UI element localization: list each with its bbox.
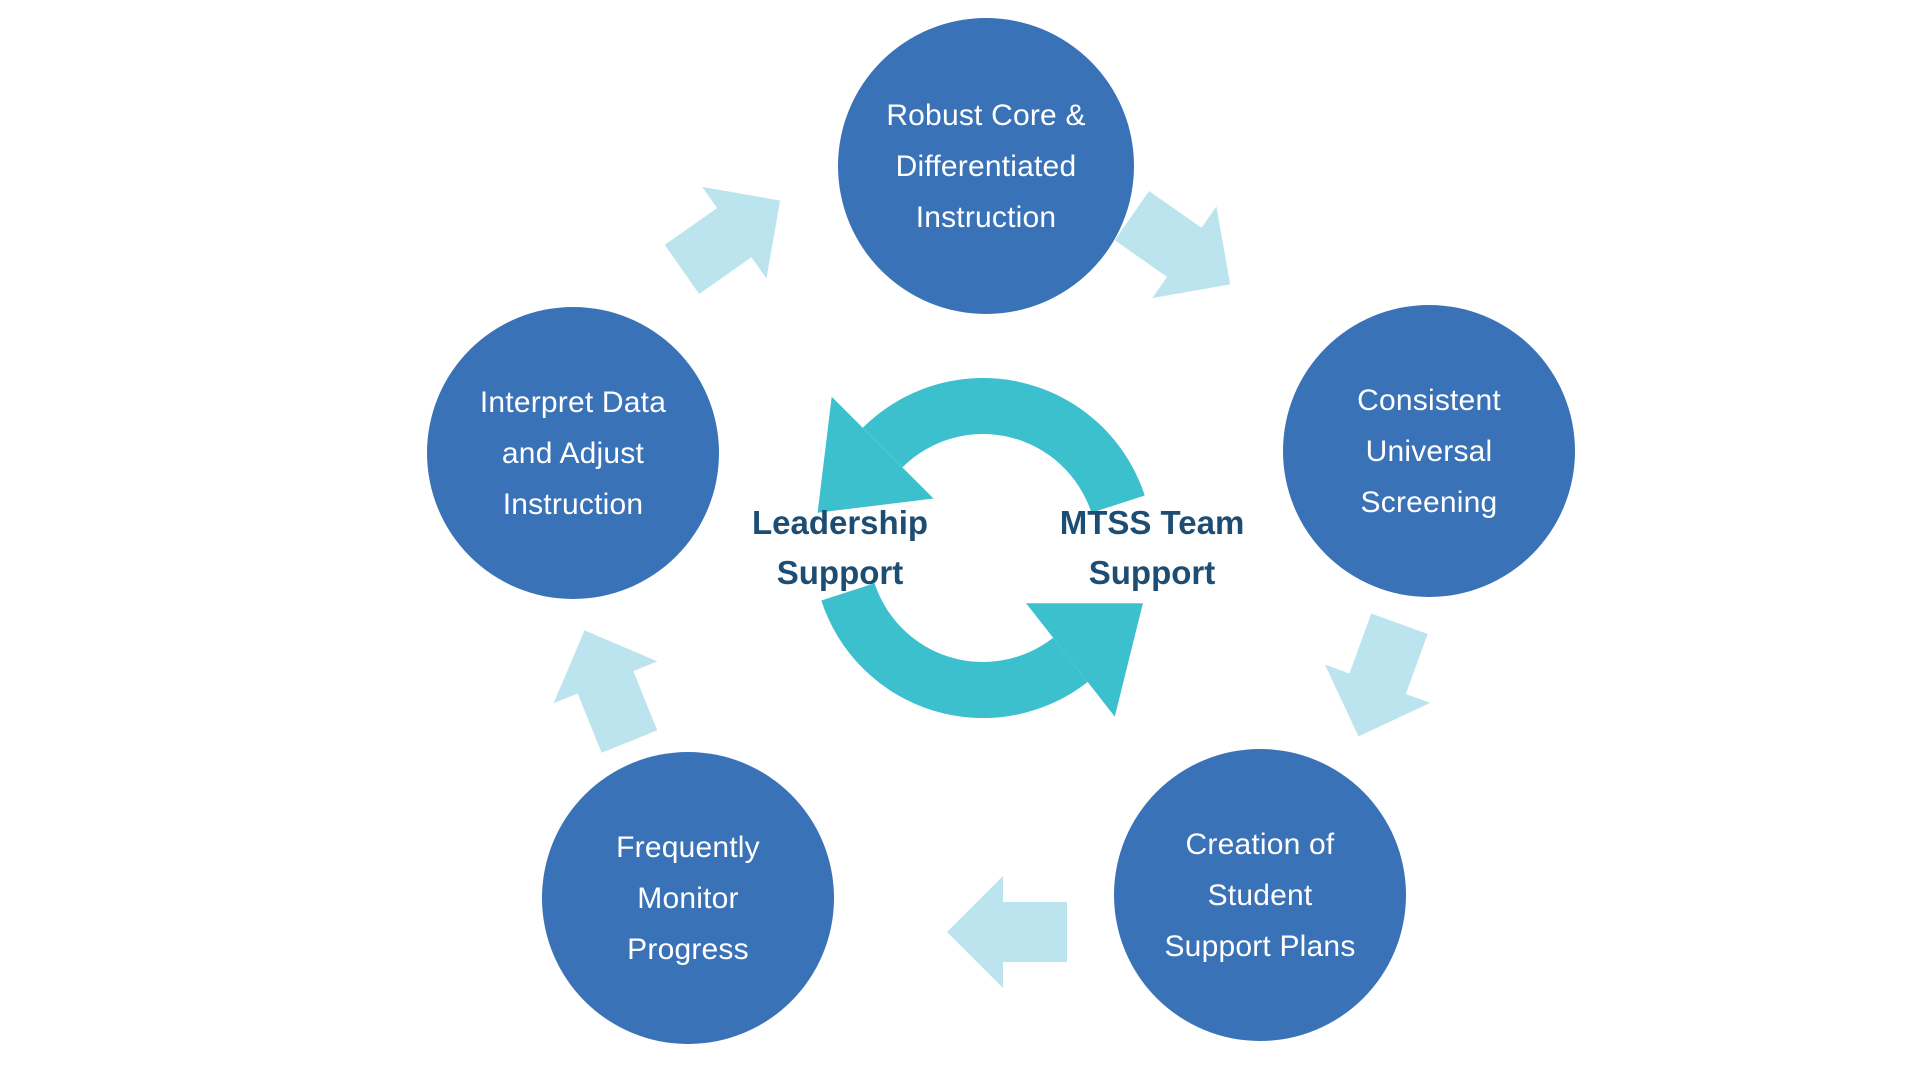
node-label-line: Interpret Data: [479, 385, 667, 419]
node-label: Frequently Monitor Progress: [616, 822, 760, 975]
node-label-line: Support Plans: [1164, 929, 1356, 963]
node-label-line: Instruction: [915, 200, 1057, 234]
node-label: Robust Core & Differentiated Instruction: [886, 90, 1085, 243]
leadership-support-label: Leadership Support: [720, 498, 960, 598]
node-label-line: Creation of: [1185, 827, 1335, 861]
mtss-team-support-line-2: Support: [1088, 554, 1216, 591]
node-label-line: and Adjust: [501, 436, 645, 470]
node-frequently-monitor-progress: Frequently Monitor Progress: [542, 752, 834, 1044]
leadership-support-line-1: Leadership: [751, 504, 929, 541]
node-consistent-universal-screening: Consistent Universal Screening: [1283, 305, 1575, 597]
flow-arrow-bottom-to-left-icon: [533, 609, 682, 762]
flow-arrow-top-to-right-icon: [1100, 170, 1263, 331]
node-creation-of-student-support-plans: Creation of Student Support Plans: [1114, 749, 1406, 1041]
node-label-line: Student: [1207, 878, 1313, 912]
cycle-arrows-icon: [808, 373, 1158, 723]
leadership-support-line-2: Support: [776, 554, 904, 591]
node-label-line: Progress: [627, 932, 749, 966]
node-robust-core-differentiated-instruction: Robust Core & Differentiated Instruction: [838, 18, 1134, 314]
flow-arrow-right-to-bottom-icon: [1306, 604, 1452, 755]
flow-arrow-bottom-right-to-bottom-left-icon: [947, 876, 1067, 988]
node-label-line: Differentiated: [895, 149, 1077, 183]
node-label: Creation of Student Support Plans: [1164, 819, 1355, 972]
node-label: Interpret Data and Adjust Instruction: [480, 377, 666, 530]
node-interpret-data-and-adjust-instruction: Interpret Data and Adjust Instruction: [427, 307, 719, 599]
flow-arrow-left-to-top-icon: [650, 155, 813, 316]
node-label: Consistent Universal Screening: [1357, 375, 1501, 528]
node-label-line: Universal: [1365, 434, 1493, 468]
node-label-line: Screening: [1360, 485, 1498, 519]
node-label-line: Frequently: [616, 830, 760, 864]
mtss-team-support-label: MTSS Team Support: [1032, 498, 1272, 598]
node-label-line: Robust Core &: [886, 98, 1086, 132]
node-label-line: Monitor: [637, 881, 739, 915]
node-label-line: Instruction: [502, 487, 644, 521]
mtss-team-support-line-1: MTSS Team: [1059, 504, 1245, 541]
node-label-line: Consistent: [1357, 383, 1501, 417]
